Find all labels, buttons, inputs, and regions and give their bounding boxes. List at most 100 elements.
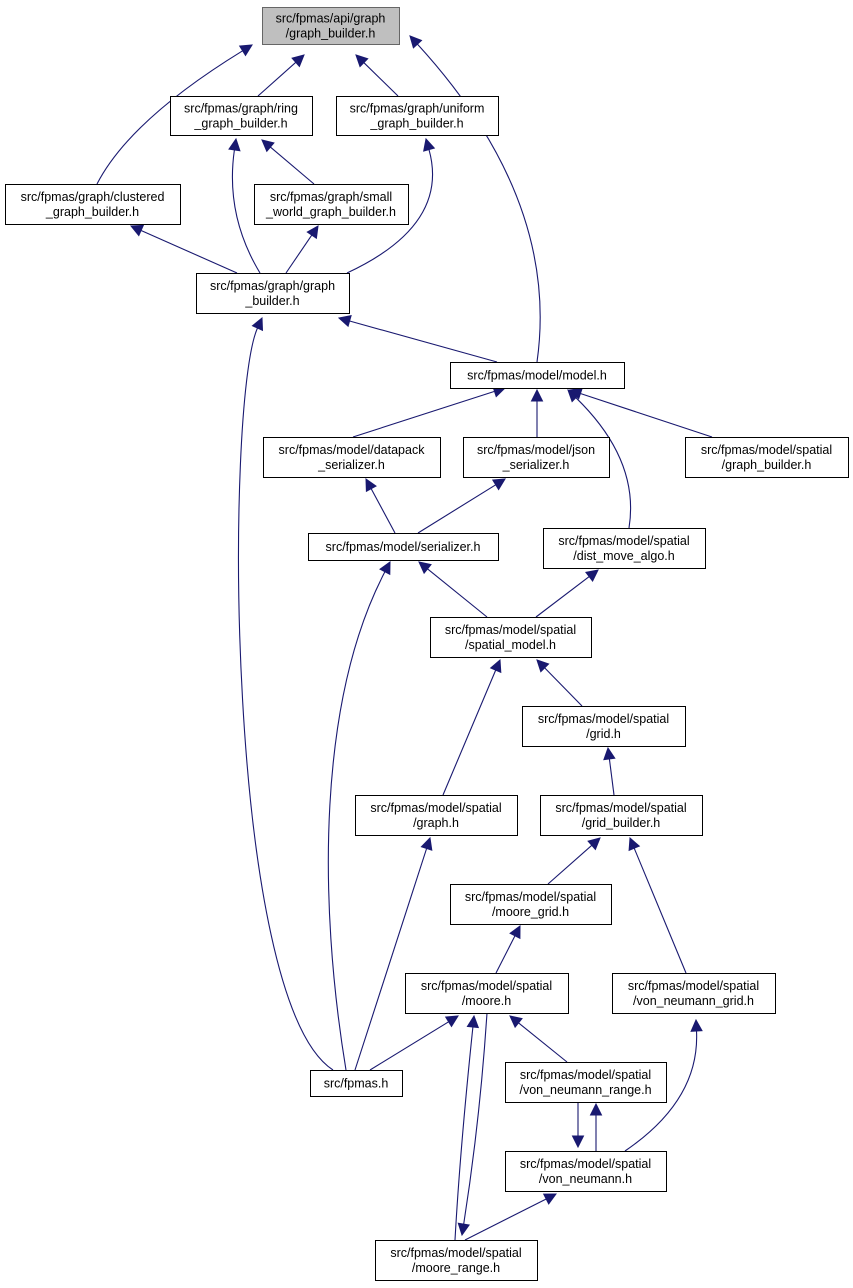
edge-line: [495, 935, 516, 974]
edge-line: [624, 1030, 698, 1152]
node-von-neumann-grid[interactable]: src/fpmas/model/spatial/von_neumann_grid…: [612, 973, 776, 1014]
node-label-line: _graph_builder.h: [45, 205, 139, 219]
node-label-line: src/fpmas/graph/small: [270, 190, 392, 204]
node-model[interactable]: src/fpmas/model/model.h: [450, 362, 625, 389]
edge-line: [257, 61, 297, 97]
node-moore-range[interactable]: src/fpmas/model/spatial/moore_range.h: [375, 1240, 538, 1281]
arrowhead-icon: [489, 658, 502, 674]
edge-line: [363, 62, 399, 97]
node-box: [5, 184, 181, 225]
edge-moore_range-to-moore: [454, 1014, 480, 1241]
edge-line: [416, 43, 541, 363]
edge-von_neumann-to-von_neumann_grid: [624, 1018, 703, 1152]
node-label-line: _world_graph_builder.h: [265, 205, 396, 219]
node-label-line: src/fpmas/model/datapack: [279, 443, 426, 457]
edge-serializer-to-datapack_serializer: [365, 478, 396, 534]
node-box: [355, 795, 518, 836]
node-von-neumann[interactable]: src/fpmas/model/spatial/von_neumann.h: [505, 1151, 667, 1192]
node-label-line: /von_neumann_range.h: [519, 1083, 651, 1097]
arrowhead-icon: [228, 137, 241, 152]
node-box: [522, 706, 686, 747]
node-datapack-serializer[interactable]: src/fpmas/model/datapack_serializer.h: [263, 437, 441, 478]
edge-model-to-api_graph_builder: [409, 35, 541, 363]
arrowhead-icon: [291, 54, 305, 68]
node-box: [505, 1062, 667, 1103]
edge-uniform_graph_builder-to-api_graph_builder: [355, 54, 399, 97]
edge-grid_builder-to-grid: [603, 746, 616, 796]
node-fpmas[interactable]: src/fpmas.h: [310, 1070, 403, 1097]
node-label-line: /graph.h: [413, 816, 459, 830]
node-label-line: src/fpmas/api/graph: [276, 12, 386, 26]
node-ring-graph-builder[interactable]: src/fpmas/graph/ring_graph_builder.h: [170, 96, 313, 136]
edge-von_neumann-to-von_neumann_range: [589, 1102, 603, 1151]
node-label-line: /spatial_model.h: [465, 638, 556, 652]
node-label-line: /von_neumann_grid.h: [633, 994, 754, 1008]
node-api-graph-builder: src/fpmas/api/graph/graph_builder.h: [262, 7, 400, 45]
node-box: [612, 973, 776, 1014]
node-label-line: src/fpmas/model/spatial: [390, 1246, 521, 1260]
node-moore[interactable]: src/fpmas/model/spatial/moore.h: [405, 973, 569, 1014]
arrowhead-icon: [571, 1135, 585, 1149]
node-von-neumann-range[interactable]: src/fpmas/model/spatial/von_neumann_rang…: [505, 1062, 667, 1103]
arrowhead-icon: [603, 746, 616, 761]
node-label-line: src/fpmas/graph/ring: [184, 102, 298, 116]
node-clustered-graph-builder[interactable]: src/fpmas/graph/clustered_graph_builder.…: [5, 184, 181, 225]
arrowhead-icon: [365, 478, 377, 493]
node-box: [405, 973, 569, 1014]
node-spatial-graph[interactable]: src/fpmas/model/spatial/graph.h: [355, 795, 518, 836]
node-dist-move-algo[interactable]: src/fpmas/model/spatial/dist_move_algo.h: [543, 528, 706, 569]
arrowhead-icon: [423, 137, 436, 152]
edge-line: [370, 488, 396, 534]
node-spatial-model[interactable]: src/fpmas/model/spatial/spatial_model.h: [430, 617, 592, 658]
edge-von_neumann_grid-to-grid_builder: [628, 836, 687, 974]
node-uniform-graph-builder[interactable]: src/fpmas/graph/uniform_graph_builder.h: [336, 96, 499, 136]
node-graph-graph-builder[interactable]: src/fpmas/graph/graph_builder.h: [196, 273, 350, 314]
edge-line: [346, 149, 434, 274]
node-label-line: /graph_builder.h: [286, 27, 376, 41]
edge-line: [270, 146, 315, 185]
node-label-line: src/fpmas/graph/graph: [210, 279, 335, 293]
arrowhead-icon: [587, 837, 601, 851]
node-small-world-graph-builder[interactable]: src/fpmas/graph/small_world_graph_builde…: [254, 184, 409, 225]
edges-layer: [96, 35, 713, 1241]
edge-moore-to-moore_grid: [495, 925, 521, 974]
node-label-line: _serializer.h: [502, 458, 570, 472]
node-label-line: /grid.h: [586, 727, 621, 741]
node-label-line: src/fpmas/model/spatial: [538, 712, 669, 726]
node-label-line: src/fpmas/model/model.h: [467, 369, 607, 383]
node-box: [543, 528, 706, 569]
edge-line: [140, 229, 238, 274]
edge-moore-to-moore_range: [457, 1012, 488, 1237]
edge-line: [238, 327, 334, 1071]
node-json-serializer[interactable]: src/fpmas/model/json_serializer.h: [463, 437, 610, 478]
edge-line: [575, 397, 632, 529]
node-spatial-graph-builder[interactable]: src/fpmas/model/spatial/graph_builder.h: [685, 437, 849, 478]
node-grid[interactable]: src/fpmas/model/spatial/grid.h: [522, 706, 686, 747]
node-label-line: src/fpmas/graph/uniform: [350, 102, 485, 116]
node-label-line: src/fpmas/model/spatial: [465, 890, 596, 904]
node-box: [375, 1240, 538, 1281]
node-box: [254, 184, 409, 225]
edge-line: [354, 848, 428, 1071]
arrowhead-icon: [379, 561, 391, 576]
node-box: [430, 617, 592, 658]
node-label-line: src/fpmas/model/spatial: [421, 979, 552, 993]
node-label-line: _graph_builder.h: [369, 117, 463, 131]
edge-moore_range-to-von_neumann: [464, 1193, 557, 1241]
edge-model-to-graph_graph_builder: [337, 315, 498, 363]
edge-line: [417, 484, 496, 534]
node-grid-builder[interactable]: src/fpmas/model/spatial/grid_builder.h: [540, 795, 703, 836]
node-label-line: src/fpmas/model/json: [477, 443, 595, 457]
edge-fpmas-to-moore: [369, 1015, 459, 1071]
node-serializer[interactable]: src/fpmas/model/serializer.h: [308, 533, 499, 561]
arrowhead-icon: [129, 224, 145, 237]
edge-spatial_model-to-dist_move_algo: [535, 569, 599, 618]
edge-line: [369, 1021, 449, 1071]
node-moore-grid[interactable]: src/fpmas/model/spatial/moore_grid.h: [450, 884, 612, 925]
edge-spatial_model-to-serializer: [418, 561, 488, 618]
arrowhead-icon: [418, 561, 432, 575]
node-box: [263, 437, 441, 478]
edge-fpmas-to-spatial_graph: [354, 836, 433, 1071]
arrowhead-icon: [444, 1015, 459, 1028]
arrowhead-icon: [690, 1018, 703, 1032]
